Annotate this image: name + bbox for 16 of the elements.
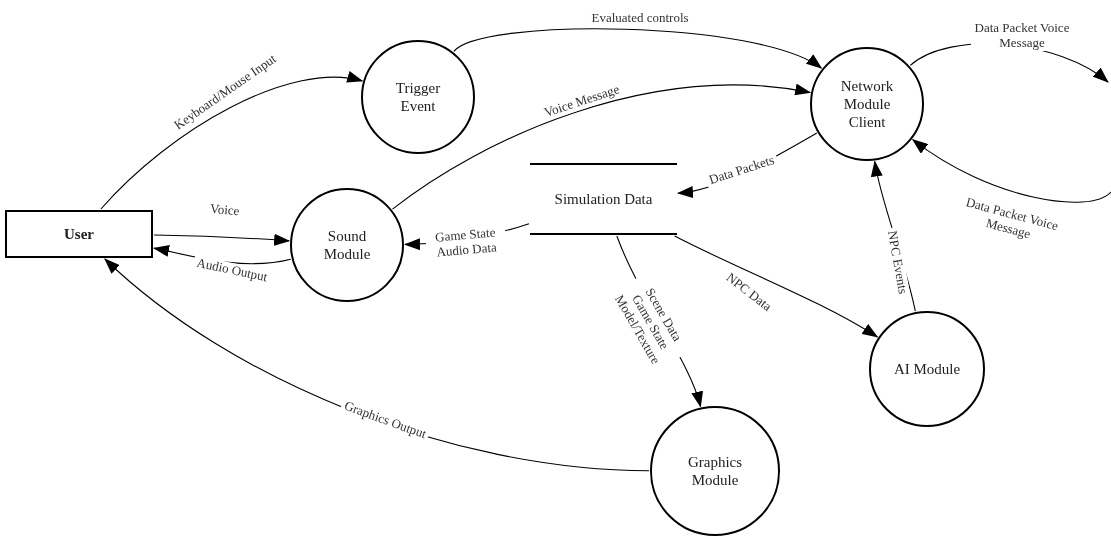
edge-label: Data Packet Voice Message (971, 21, 1073, 51)
node-label: User (64, 225, 94, 243)
node-label: Network Module Client (839, 77, 895, 131)
node-label: Graphics Module (686, 453, 744, 489)
arrow (453, 28, 823, 69)
arrow (153, 233, 291, 246)
arrow (100, 72, 364, 210)
node-label: AI Module (893, 360, 961, 378)
node-label: Trigger Event (394, 79, 442, 115)
arrow (391, 84, 812, 210)
node-label: Simulation Data (554, 190, 653, 208)
external-entity-box (5, 210, 153, 258)
arrow (911, 139, 1111, 203)
data-store (530, 163, 677, 235)
node-label: Sound Module (322, 227, 372, 263)
arrow (674, 235, 879, 338)
